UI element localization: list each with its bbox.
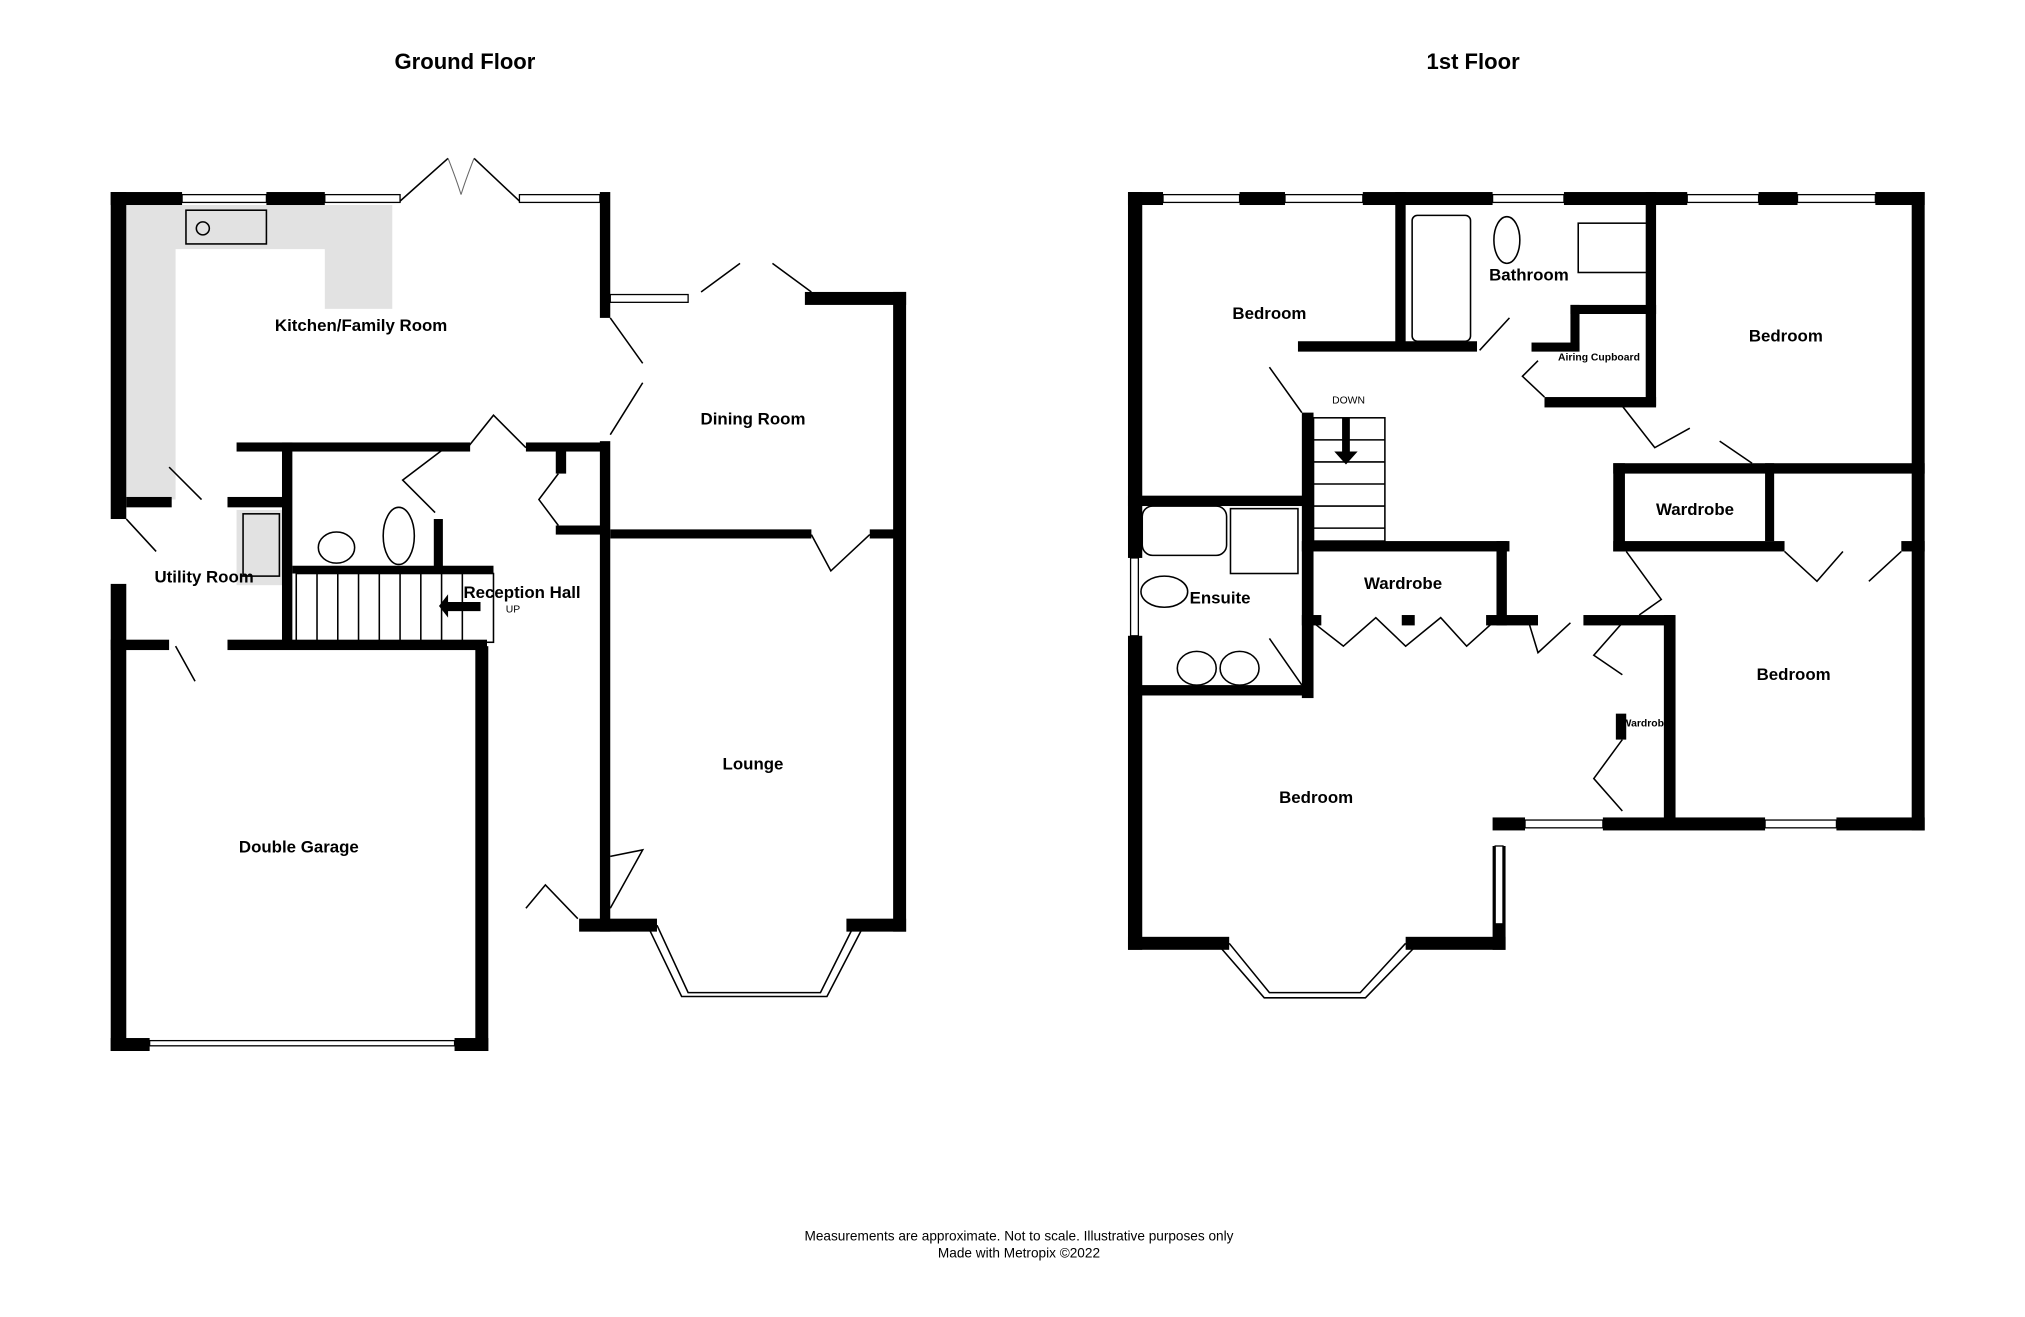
disclaimer-text: Measurements are approximate. Not to sca… — [805, 1228, 1234, 1243]
stairs-up-arrow-icon — [438, 594, 481, 618]
room-label: Double Garage — [239, 837, 359, 856]
shower-icon — [1577, 222, 1650, 274]
first-floor-plan: Bedroom Bathroom Bedroom Airing Cupboard… — [1127, 192, 1925, 999]
basin-icon — [1219, 650, 1260, 686]
room-label: Dining Room — [701, 409, 806, 428]
room-label: Bedroom — [1232, 304, 1306, 323]
room-label: Bathroom — [1489, 265, 1569, 284]
room-label: Wardrobe — [1656, 500, 1734, 519]
room-label: Bedroom — [1749, 326, 1823, 345]
stairs-down-arrow-icon — [1334, 417, 1358, 465]
room-label: Utility Room — [154, 568, 253, 587]
toilet-icon — [382, 506, 416, 566]
room-label: Wardrobe — [1364, 574, 1442, 593]
basin-icon — [317, 531, 356, 564]
room-label: Lounge — [723, 754, 784, 773]
utility-sink-icon — [242, 513, 281, 577]
room-label: Reception Hall — [463, 583, 580, 602]
basin-icon — [1176, 650, 1217, 686]
room-label: Wardrobe — [1622, 719, 1670, 730]
utility-worktop — [236, 509, 282, 586]
bath-icon — [1411, 214, 1472, 343]
sink-icon — [185, 209, 268, 245]
room-label: Airing Cupboard — [1558, 353, 1640, 364]
toilet-icon — [1493, 215, 1521, 265]
ensuite-toilet-icon — [1140, 575, 1189, 609]
ground-floor-plan: Kitchen/Family Room Dining Room Utility … — [110, 157, 907, 1052]
room-label: Kitchen/Family Room — [275, 316, 447, 335]
ensuite-shower-icon — [1229, 507, 1299, 575]
ensuite-bath-icon — [1141, 505, 1228, 557]
ground-floor-title: Ground Floor — [395, 49, 536, 74]
stairs-label: UP — [506, 604, 520, 615]
room-label: Bedroom — [1279, 788, 1353, 807]
credit-text: Made with Metropix ©2022 — [938, 1245, 1100, 1260]
room-label: Ensuite — [1190, 588, 1251, 607]
stairs-label: DOWN — [1332, 396, 1365, 407]
kitchen-worktop — [126, 205, 393, 500]
first-floor-title: 1st Floor — [1427, 49, 1521, 74]
room-label: Bedroom — [1757, 665, 1831, 684]
